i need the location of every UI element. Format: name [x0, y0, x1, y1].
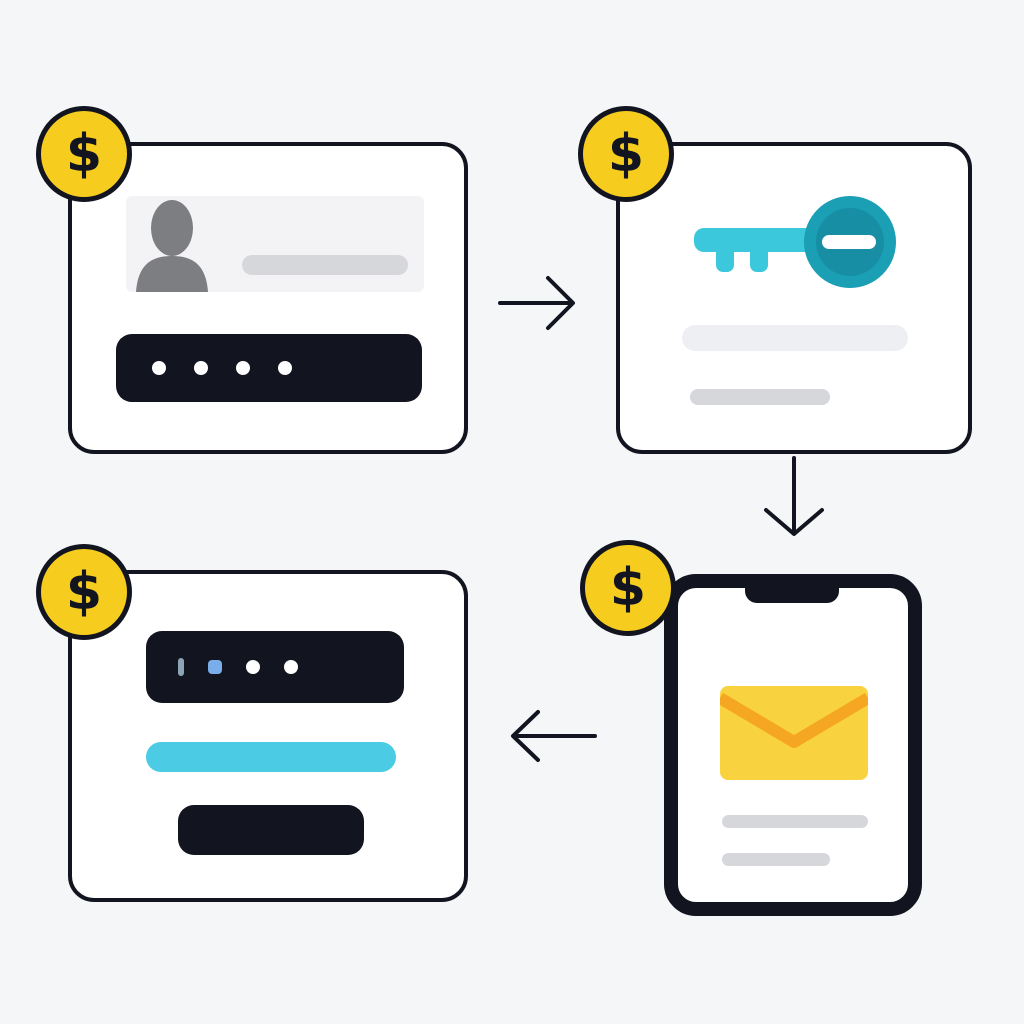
coin-badge-1: $	[36, 106, 132, 202]
login-card	[68, 142, 468, 454]
password-dot	[152, 361, 166, 375]
key-placeholder-bar-1	[682, 325, 908, 351]
coin-badge-2: $	[578, 106, 674, 202]
key-icon	[694, 196, 896, 288]
coin-badge-4-symbol: $	[65, 562, 103, 622]
coin-badge-3: $	[580, 540, 676, 636]
key-card	[616, 142, 972, 454]
password-field[interactable]	[116, 334, 422, 402]
code-field[interactable]	[146, 631, 404, 703]
code-dot	[178, 658, 184, 676]
verification-accent-bar	[146, 742, 396, 772]
code-dot	[246, 660, 260, 674]
message-placeholder-bar-2	[722, 853, 830, 866]
coin-badge-2-symbol: $	[607, 124, 645, 184]
coin-badge-3-symbol: $	[609, 558, 647, 618]
code-dot	[208, 660, 222, 674]
phone-notch	[745, 583, 839, 603]
message-placeholder-bar-1	[722, 815, 868, 828]
submit-button[interactable]	[178, 805, 364, 855]
password-dot	[236, 361, 250, 375]
key-placeholder-bar-2	[690, 389, 830, 405]
user-avatar-icon	[136, 200, 208, 292]
password-dot	[194, 361, 208, 375]
coin-badge-1-symbol: $	[65, 124, 103, 184]
coin-badge-4: $	[36, 544, 132, 640]
username-placeholder-bar	[242, 255, 408, 275]
envelope-icon	[720, 686, 868, 780]
password-dot	[278, 361, 292, 375]
code-dot	[284, 660, 298, 674]
